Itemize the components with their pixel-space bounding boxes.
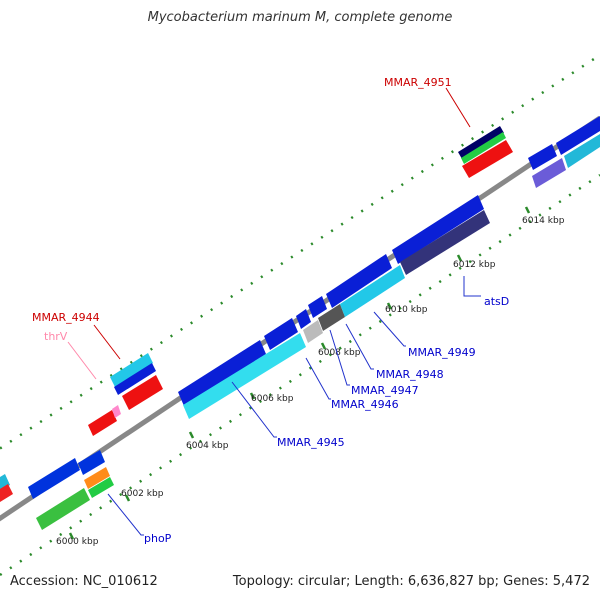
gene-block[interactable] <box>308 296 327 318</box>
gene-block[interactable] <box>88 410 117 436</box>
map-title: Mycobacterium marinum M, complete genome <box>147 10 453 25</box>
gene-label-mmar4945[interactable]: MMAR_4945 <box>277 436 345 449</box>
gene-block[interactable] <box>532 158 566 188</box>
leader-mmar4948 <box>345 323 374 370</box>
gene-block[interactable] <box>0 484 13 502</box>
gene-label-thrV[interactable]: thrV <box>44 330 68 343</box>
gene-block[interactable] <box>556 116 600 155</box>
leader-mmar4951 <box>445 87 471 128</box>
gene-block[interactable] <box>264 318 298 350</box>
gene-label-mmar4946[interactable]: MMAR_4946 <box>331 398 399 411</box>
tick-label-6010: 6010 kbp <box>385 305 428 315</box>
leader-lines <box>67 87 481 536</box>
gene-block[interactable] <box>88 477 114 498</box>
gene-block[interactable] <box>400 210 490 275</box>
gene-label-atsD[interactable]: atsD <box>484 295 509 308</box>
gene-block[interactable] <box>122 375 163 410</box>
gene-label-mmar4949[interactable]: MMAR_4949 <box>408 346 476 359</box>
gene-block[interactable] <box>178 340 266 406</box>
gene-block[interactable] <box>528 144 557 170</box>
gene-block[interactable] <box>564 134 600 168</box>
gene-label-mmar4944[interactable]: MMAR_4944 <box>32 311 100 324</box>
gene-block[interactable] <box>296 309 311 329</box>
major-ticks <box>68 206 531 540</box>
forward-genes <box>0 116 600 499</box>
leader-mmar4946 <box>305 357 331 400</box>
gene-block[interactable] <box>458 126 504 159</box>
leader-mmar4944 <box>93 324 121 360</box>
gene-block[interactable] <box>84 467 110 489</box>
gene-block[interactable] <box>0 474 10 491</box>
leader-thrV <box>67 341 97 380</box>
genome-summary-text: Topology: circular; Length: 6,636,827 bp… <box>232 574 590 589</box>
outer-tick-track <box>0 53 600 450</box>
gene-label-phoP[interactable]: phoP <box>144 532 172 545</box>
tick-label-6004: 6004 kbp <box>186 441 229 451</box>
gene-label-mmar4951[interactable]: MMAR_4951 <box>384 76 452 89</box>
gene-block[interactable] <box>114 363 156 395</box>
gene-block[interactable] <box>78 450 105 475</box>
tick-label-6012: 6012 kbp <box>453 260 496 270</box>
leader-mmar4949 <box>373 311 406 347</box>
gene-block[interactable] <box>326 254 392 308</box>
tick-label-6008: 6008 kbp <box>318 348 361 358</box>
leader-atsD <box>463 276 481 297</box>
tick-label-6014: 6014 kbp <box>522 216 565 226</box>
gene-label-mmar4947[interactable]: MMAR_4947 <box>351 384 419 397</box>
gene-block[interactable] <box>392 195 484 264</box>
accession-text: Accession: NC_010612 <box>10 574 158 589</box>
tick-label-6006: 6006 kbp <box>251 394 294 404</box>
leader-phoP <box>107 493 144 536</box>
leader-mmar4947 <box>329 329 350 386</box>
gene-block[interactable] <box>110 353 153 387</box>
outer-features <box>88 126 513 436</box>
gene-block[interactable] <box>462 140 513 178</box>
leader-mmar4945 <box>231 381 277 438</box>
gene-block[interactable] <box>28 458 80 499</box>
gene-block[interactable] <box>36 488 90 530</box>
gene-block[interactable] <box>183 333 306 419</box>
tick-label-6002: 6002 kbp <box>121 489 164 499</box>
gene-label-mmar4948[interactable]: MMAR_4948 <box>376 368 444 381</box>
gene-block[interactable] <box>461 132 506 164</box>
reverse-genes <box>0 134 600 530</box>
tick-label-6000: 6000 kbp <box>56 537 99 547</box>
gene-block[interactable] <box>318 304 345 331</box>
gene-block[interactable] <box>303 320 323 343</box>
inner-tick-track <box>0 173 600 577</box>
gene-block[interactable] <box>340 265 405 317</box>
gene-block[interactable] <box>112 405 121 418</box>
